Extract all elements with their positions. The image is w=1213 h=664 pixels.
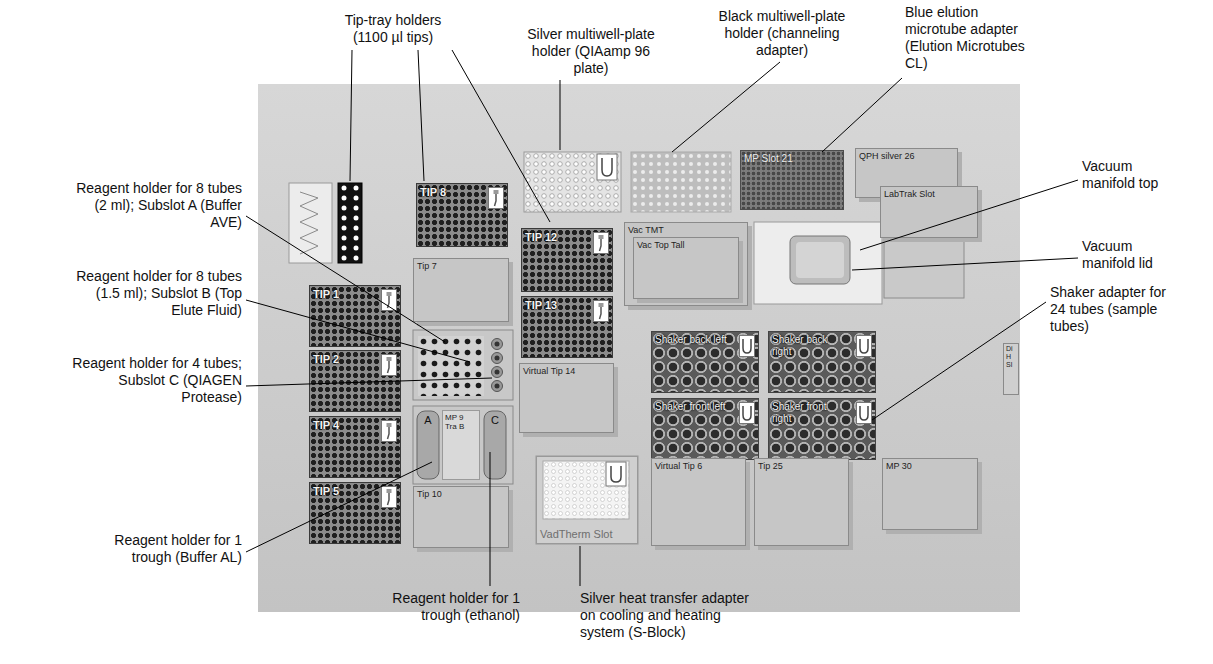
- slot-name: Shaker back left: [655, 334, 730, 346]
- deck-slot: Virtual Tip 6: [651, 458, 746, 546]
- leader-line: [350, 50, 352, 181]
- tip-rack: TIP 4: [309, 416, 401, 478]
- slot-name: TIP 8: [420, 186, 483, 199]
- slot-icon: [593, 300, 609, 322]
- slot-name: Tip 7: [417, 261, 505, 271]
- leader-line: [490, 452, 491, 586]
- leader-line: [672, 62, 780, 152]
- silver-rack: [289, 183, 332, 263]
- deck-slot: Tip 10: [413, 486, 509, 548]
- slot-name: Virtual Tip 6: [655, 461, 742, 471]
- slot-name: VadTherm Slot: [540, 528, 634, 541]
- leader-line: [822, 78, 902, 152]
- slot-name: MP Slot 21: [744, 153, 840, 165]
- callout-label: Vacuum manifold top: [1082, 158, 1182, 192]
- slot-name: TIP 12: [525, 231, 588, 244]
- silver-plate-holder: [524, 152, 621, 212]
- slot-icon: [381, 486, 397, 508]
- leader-line: [452, 50, 550, 222]
- tip-rack: TIP 8: [416, 183, 508, 247]
- callout-label: Reagent holder for 1 trough (Buffer AL): [92, 532, 242, 566]
- shaker-adapter: Shaker front left: [651, 398, 759, 460]
- slot-icon: [739, 335, 755, 357]
- callout-label: Reagent holder for 8 tubes (2 ml); Subsl…: [72, 180, 242, 231]
- leader-line: [418, 50, 424, 181]
- trough-letter: A: [421, 414, 435, 427]
- slot-name: TIP 13: [525, 299, 588, 312]
- heat-transfer-adapter: [536, 456, 638, 544]
- slot-icon: [381, 289, 397, 311]
- tip-rack: TIP 5: [309, 482, 401, 544]
- callout-label: Tip-tray holders (1100 µl tips): [328, 12, 458, 46]
- slot-icon: [381, 354, 397, 376]
- slot-name: Shaker front left: [655, 401, 730, 413]
- leader-line: [246, 378, 492, 386]
- plate-holder: MP Slot 21: [740, 150, 844, 210]
- trough-slot: MP 9 Tra B: [442, 410, 480, 480]
- callout-label: Reagent holder for 1 trough (ethanol): [370, 590, 520, 624]
- callout-label: Blue elution microtube adapter (Elution …: [905, 4, 1025, 72]
- slot-name: Virtual Tip 14: [523, 366, 610, 376]
- slot-name: MP 30: [886, 461, 974, 471]
- shaker-adapter: Shaker back right: [768, 331, 876, 393]
- leader-line: [246, 300, 470, 362]
- heating-slot: VadTherm Slot: [536, 456, 638, 544]
- callout-label: Vacuum manifold lid: [1082, 238, 1182, 272]
- deck-slot: Tip 25: [754, 458, 849, 546]
- leader-line: [852, 258, 1078, 270]
- leader-line: [872, 302, 1046, 420]
- leader-line: [246, 462, 432, 552]
- slot-name: Vac Top Tall: [637, 240, 735, 250]
- slot-name: Shaker back right: [772, 334, 847, 357]
- deck-slot: Tip 7: [413, 258, 509, 322]
- trough-holder: [413, 406, 513, 484]
- slot-name: Tip 10: [417, 489, 505, 499]
- slot-name: TIP 2: [313, 353, 376, 366]
- callout-label: Reagent holder for 8 tubes (1.5 ml); Sub…: [67, 268, 242, 319]
- slot-icon: [488, 187, 504, 209]
- callout-label: Reagent holder for 4 tubes; Subslot C (Q…: [72, 355, 242, 406]
- deck-slot: Di H Sl: [1003, 343, 1019, 395]
- reagent-holder: [413, 330, 513, 400]
- leader-line: [560, 80, 561, 150]
- tip-rack: TIP 1: [309, 285, 401, 347]
- shaker-adapter: Shaker front right: [768, 398, 876, 460]
- callout-label: Shaker adapter for 24 tubes (sample tube…: [1050, 284, 1182, 335]
- deck-slot: Virtual Tip 14: [519, 363, 614, 433]
- leader-line: [580, 546, 581, 586]
- deck-slot: MP 30: [882, 458, 978, 530]
- deck-slot: LabTrak Slot: [880, 186, 978, 238]
- worktable: [258, 84, 1020, 612]
- slot-icon: [856, 402, 872, 424]
- slot-icon: [593, 232, 609, 254]
- slot-name: Tip 25: [758, 461, 845, 471]
- trough-letter: C: [488, 414, 502, 427]
- slot-name: TIP 5: [313, 485, 376, 498]
- leader-line: [860, 180, 1078, 250]
- deck-slot: Vac TMT Vac Top Tall: [624, 222, 748, 306]
- slot-name: Shaker front right: [772, 401, 847, 424]
- tip-rack: TIP 12: [521, 228, 613, 292]
- black-tube-rack: [338, 183, 362, 263]
- slot-name: MP 9 Tra B: [445, 413, 477, 431]
- slot-name: TIP 4: [313, 419, 376, 432]
- slot-name: LabTrak Slot: [884, 189, 974, 199]
- slot-name: QPH silver 26: [859, 151, 954, 161]
- shaker-adapter: Shaker back left: [651, 331, 759, 393]
- slot-name: TIP 1: [313, 288, 376, 301]
- black-plate-holder: [631, 152, 731, 212]
- callout-label: Silver heat transfer adapter on cooling …: [580, 590, 752, 641]
- callout-label: Black multiwell-plate holder (channeling…: [702, 8, 862, 59]
- deck-slot: Vac Top Tall: [633, 237, 739, 299]
- leader-line: [246, 216, 445, 342]
- callout-label: Silver multiwell-plate holder (QIAamp 96…: [515, 26, 667, 77]
- slot-icon: [856, 335, 872, 357]
- slot-icon: [739, 402, 755, 424]
- tip-rack: TIP 13: [521, 296, 613, 358]
- slot-name: Di H Sl: [1006, 345, 1016, 369]
- lid-storage: [754, 222, 882, 304]
- slot-name: Vac TMT: [628, 225, 744, 235]
- slot-icon: [381, 420, 397, 442]
